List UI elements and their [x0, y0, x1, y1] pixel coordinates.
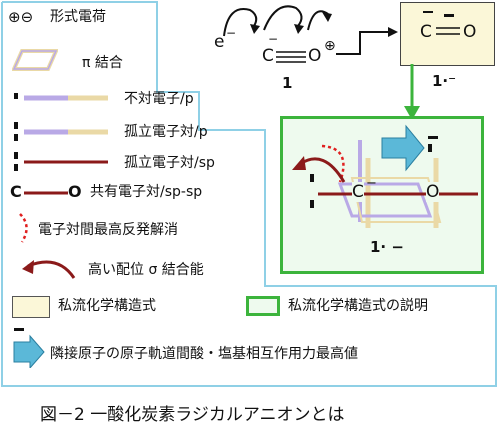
legend-formal-charge: 形式電荷: [50, 9, 106, 25]
carbon-top-minus: −: [268, 32, 279, 46]
acid-base-arrow-icon: [13, 328, 45, 368]
unpaired-electron-p-icon: [14, 93, 108, 101]
green-down-arrow: [404, 64, 420, 120]
lone-pair-p-icon: [14, 122, 108, 141]
carbon-top: C: [262, 46, 274, 66]
electron-label: e: [214, 32, 225, 52]
compound-1-label: 1: [282, 74, 293, 92]
legend-sigma-bond: 高い配位 σ 結合能: [88, 262, 204, 278]
figure-caption: 図－2 一酸化炭素ラジカルアニオンとは: [40, 405, 345, 425]
explanation-carbon-minus: −: [366, 176, 377, 191]
box-oxygen: O: [463, 22, 477, 42]
explanation-diagram: [292, 124, 478, 228]
shared-pair-carbon: C: [10, 182, 22, 201]
oxygen-top-plus: ⊕: [324, 38, 336, 54]
explanation-compound-label: 1· −: [370, 238, 404, 256]
legend-private-formula-explain: 私流化学構造式の説明: [288, 298, 428, 314]
triple-bond-top: [276, 51, 306, 63]
box-carbon: C: [420, 22, 432, 42]
private-formula-explain-swatch: [246, 296, 280, 316]
explanation-oxygen: O: [426, 182, 440, 202]
legend-lone-pair-sp: 孤立電子対/sp: [124, 155, 215, 171]
legend-private-formula: 私流化学構造式: [58, 298, 156, 314]
shared-pair-oxygen: O: [68, 182, 82, 201]
explanation-carbon: C: [352, 182, 364, 202]
box-bond: [436, 14, 460, 35]
repulsion-arc-icon: [19, 213, 28, 243]
oxygen-top: O: [308, 46, 322, 66]
to-formula-arrow: [336, 27, 398, 55]
electron-transfer-arrows: [223, 5, 332, 37]
legend-lone-pair-p: 孤立電子対/p: [124, 124, 208, 140]
sigma-arrow-icon: [22, 260, 76, 279]
legend-repulsion-cancel: 電子対間最高反発解消: [38, 222, 178, 238]
shared-pair-bond-icon: [24, 191, 68, 195]
compound-1-anion-label: 1·⁻: [432, 72, 457, 90]
box-carbon-minus: [423, 11, 433, 13]
pi-bond-icon: [12, 49, 58, 71]
legend-acid-base: 隣接原子の原子軌道間酸・塩基相互作用力最高値: [50, 346, 358, 362]
formal-charge-icon: ⊕⊖: [8, 8, 34, 26]
electron-charge: −: [226, 26, 237, 40]
legend-pi-bond: π 結合: [82, 55, 123, 71]
legend-shared-pair: 共有電子対/sp-sp: [90, 184, 203, 200]
legend-unpaired-p: 不対電子/p: [124, 91, 194, 107]
private-formula-swatch: [12, 296, 50, 318]
lone-pair-sp-icon: [14, 152, 108, 171]
